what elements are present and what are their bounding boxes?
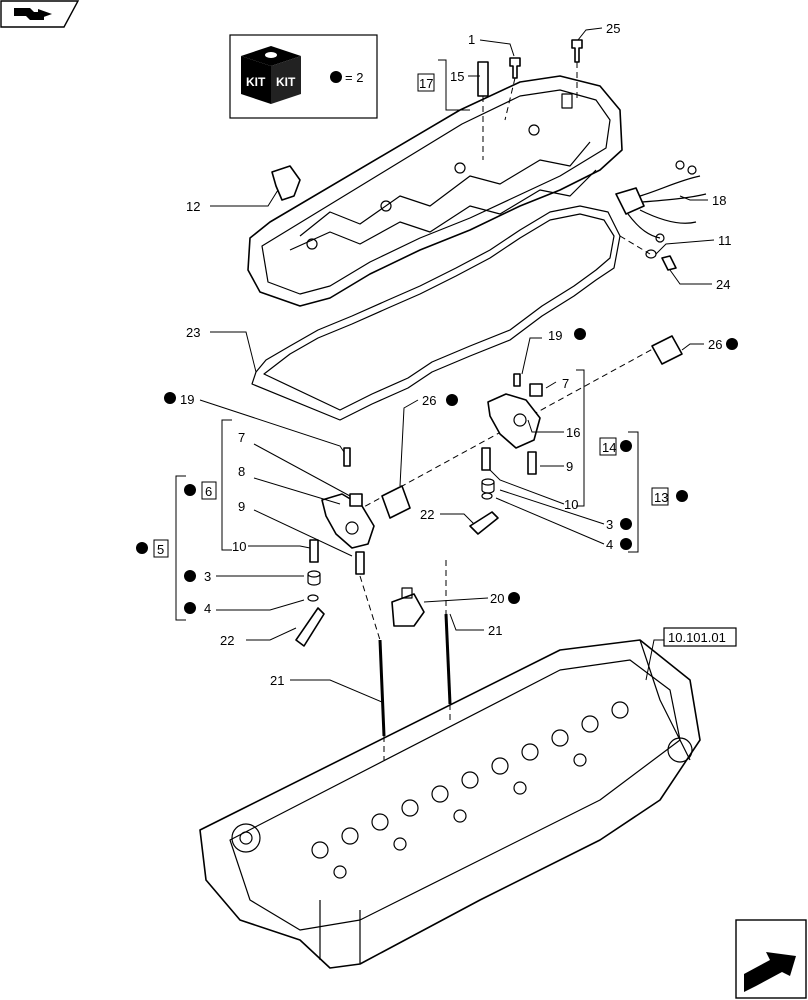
callout-label: 4 [204, 601, 211, 616]
clip-part [271, 165, 301, 201]
valve-cover-gasket [251, 205, 621, 421]
callout-label: 23 [186, 325, 200, 340]
bolt-part [571, 39, 583, 63]
bolt-part [509, 57, 521, 79]
screw-part [661, 255, 677, 271]
callout-label: 19 [180, 392, 194, 407]
callout-label: 25 [606, 21, 620, 36]
spacer-part [651, 335, 683, 365]
callout-label: 26 [708, 337, 722, 352]
callout-label: 1 [468, 32, 475, 47]
callout-label: 22 [220, 633, 234, 648]
callout-label: 10 [232, 539, 246, 554]
sensor-part [391, 593, 425, 627]
callout-label: 24 [716, 277, 730, 292]
callout-label: 15 [450, 69, 464, 84]
next-page-arrow-icon[interactable] [735, 919, 807, 999]
reference-box[interactable] [663, 627, 737, 647]
kit-box-text-1: KIT [246, 75, 266, 89]
kit-box-text-2: KIT [276, 75, 296, 89]
callout-label: 11 [718, 233, 732, 248]
kit-cube-icon [241, 46, 301, 104]
reference-label[interactable]: 10.101.01 [668, 630, 726, 645]
kit-dot-markers [136, 328, 738, 614]
valve-cover-gasket-inner [263, 213, 615, 411]
callout-label: 8 [238, 464, 245, 479]
callout-label: 9 [566, 459, 573, 474]
callout-label: 26 [422, 393, 436, 408]
callout-label: 13 [654, 490, 668, 505]
callout-label: 20 [490, 591, 504, 606]
washer-part [645, 249, 657, 259]
callout-label: 9 [238, 499, 245, 514]
callout-label: 3 [606, 517, 613, 532]
kit-dot-icon [330, 71, 342, 83]
callout-label: 4 [606, 537, 613, 552]
callout-label: 6 [205, 484, 212, 499]
rocker-arm-right [481, 373, 543, 500]
callout-label: 14 [602, 440, 616, 455]
callout-label: 16 [566, 425, 580, 440]
spacer-part [381, 485, 411, 519]
callout-label: 12 [186, 199, 200, 214]
cylinder-head [199, 639, 701, 969]
callout-label: 5 [157, 542, 164, 557]
kit-legend-box: KIT KIT = 2 [229, 34, 378, 119]
leader-lines [199, 27, 715, 703]
valve-bridge [295, 607, 325, 647]
callout-label: 22 [420, 507, 434, 522]
callout-label: 17 [419, 76, 433, 91]
valve-cover [247, 75, 623, 307]
boxed-callouts [153, 73, 669, 558]
rocker-arm-left [307, 447, 375, 602]
wiring-harness [615, 160, 707, 243]
callout-label: 3 [204, 569, 211, 584]
callout-label: 19 [548, 328, 562, 343]
callout-label: 7 [562, 376, 569, 391]
sleeve-part [477, 61, 489, 97]
group-brackets [175, 369, 639, 621]
callout-label: 10 [564, 497, 578, 512]
valve-bridge [469, 511, 499, 535]
callout-label: 7 [238, 430, 245, 445]
callout-label: 21 [488, 623, 502, 638]
book-arrow-icon[interactable] [0, 0, 80, 28]
kit-legend-text: = 2 [345, 70, 363, 85]
callout-label: 21 [270, 673, 284, 688]
callout-label: 18 [712, 193, 726, 208]
